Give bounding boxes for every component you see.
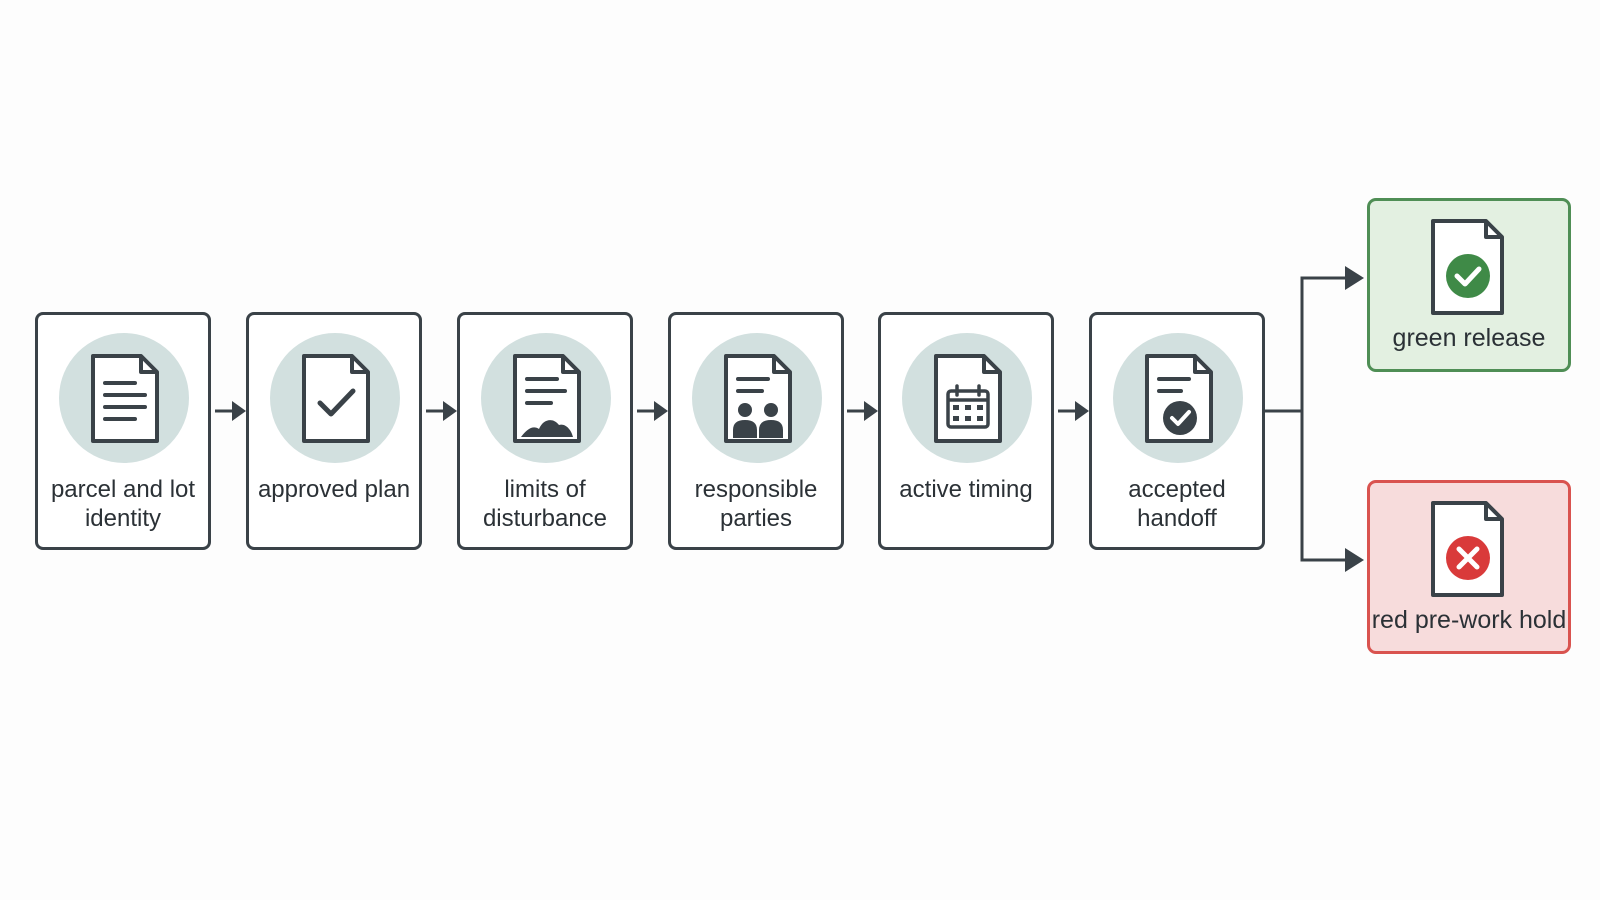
step-label: active timing	[899, 476, 1033, 503]
document-green-check-icon	[1431, 219, 1504, 315]
icon-halo	[481, 333, 611, 463]
document-check-icon	[302, 354, 370, 443]
step-approved-plan: approved plan	[246, 312, 422, 550]
document-people-icon	[724, 354, 792, 443]
outcome-red-pre-work-hold: red pre-work hold	[1367, 480, 1571, 654]
connector-branch-hold	[1300, 411, 1348, 562]
step-label: parcel and lot identity	[50, 476, 196, 532]
arrowhead-hold	[1345, 548, 1364, 572]
document-calendar-icon	[934, 354, 1002, 443]
step-parcel-and-lot-identity: parcel and lot identity	[35, 312, 211, 550]
arrowhead-4-5	[864, 401, 878, 421]
icon-halo	[1113, 333, 1243, 463]
outcome-label: red pre-work hold	[1371, 606, 1567, 634]
step-responsible-parties: responsible parties	[668, 312, 844, 550]
arrowhead-3-4	[654, 401, 668, 421]
icon-halo	[270, 333, 400, 463]
arrowhead-5-6	[1075, 401, 1089, 421]
arrowhead-1-2	[232, 401, 246, 421]
document-terrain-icon	[513, 354, 581, 443]
document-lines-icon	[91, 354, 159, 443]
arrowhead-2-3	[443, 401, 457, 421]
step-accepted-handoff: accepted handoff	[1089, 312, 1265, 550]
arrowhead-release	[1345, 266, 1364, 290]
step-active-timing: active timing	[878, 312, 1054, 550]
step-label: limits of disturbance	[482, 476, 608, 532]
icon-halo	[692, 333, 822, 463]
step-limits-of-disturbance: limits of disturbance	[457, 312, 633, 550]
outcome-green-release: green release	[1367, 198, 1571, 372]
icon-halo	[59, 333, 189, 463]
step-label: accepted handoff	[1128, 476, 1226, 532]
step-label: responsible parties	[694, 476, 818, 532]
step-label: approved plan	[257, 476, 411, 503]
connector-branch-release	[1265, 276, 1348, 413]
icon-halo	[902, 333, 1032, 463]
document-red-x-icon	[1431, 501, 1504, 597]
document-badge-check-icon	[1145, 354, 1213, 443]
outcome-label: green release	[1392, 324, 1546, 352]
